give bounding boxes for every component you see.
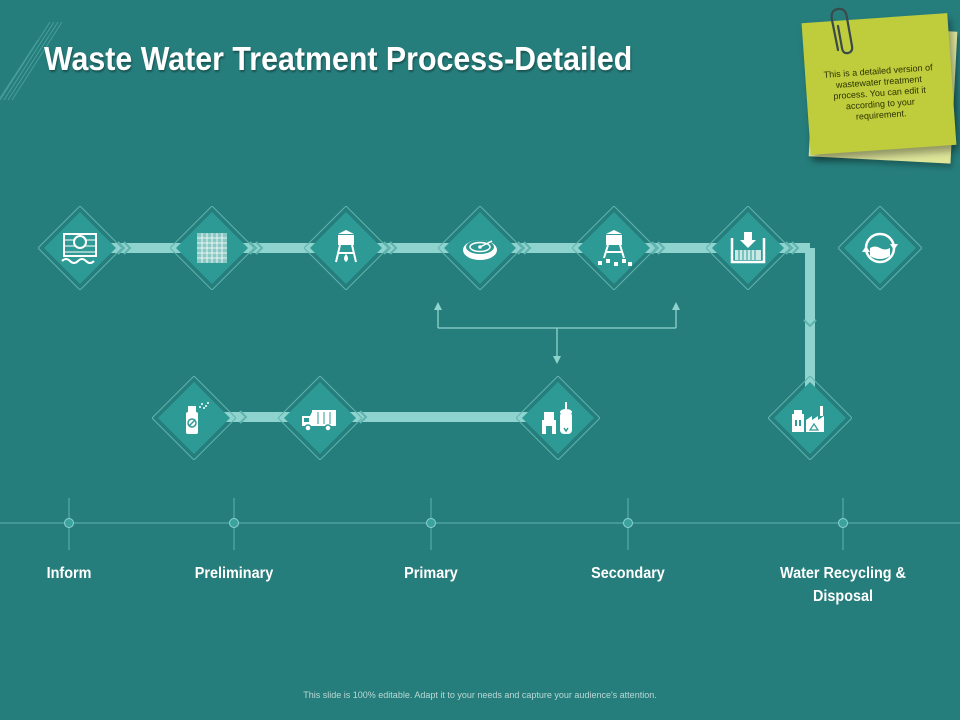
sludge-treatment-plant-icon bbox=[542, 402, 572, 434]
page-title: Waste Water Treatment Process-Detailed bbox=[44, 40, 633, 77]
stage-label-recycling-line2: Disposal bbox=[812, 588, 874, 605]
stage-label-primary: Primary bbox=[404, 565, 458, 582]
decorative-lines bbox=[0, 21, 63, 101]
process-node-tower-bubbles bbox=[572, 206, 656, 290]
stage-label-inform: Inform bbox=[46, 565, 92, 582]
process-node-recycle bbox=[838, 206, 922, 290]
footer-note: This slide is 100% editable. Adapt it to… bbox=[303, 690, 657, 700]
paperclip-icon bbox=[830, 7, 854, 55]
process-node-grid bbox=[170, 206, 254, 290]
spray-can-icon bbox=[186, 402, 209, 434]
garbage-truck-icon bbox=[302, 410, 336, 432]
process-node-intake bbox=[38, 206, 122, 290]
timeline-marker-primary bbox=[426, 518, 436, 528]
process-node-clarifier bbox=[438, 206, 522, 290]
grid-filter-icon bbox=[197, 233, 227, 263]
water-tower-drop-icon bbox=[335, 230, 357, 263]
stage-label-recycling: Water Recycling & bbox=[780, 565, 906, 582]
water-tower-bubbles-icon bbox=[598, 230, 632, 266]
process-node-spray bbox=[152, 376, 236, 460]
bottom-flow-band bbox=[195, 412, 560, 422]
intake-screen-icon bbox=[61, 233, 97, 264]
process-node-plant bbox=[516, 376, 600, 460]
factory-disposal-icon bbox=[792, 406, 824, 432]
flow-chevrons bbox=[117, 241, 817, 424]
process-node-tower bbox=[304, 206, 388, 290]
sedimentation-tank-icon bbox=[730, 232, 766, 264]
timeline-marker-recycling bbox=[838, 518, 848, 528]
vertical-flow-band bbox=[805, 248, 815, 388]
timeline-marker-secondary bbox=[623, 518, 633, 528]
process-node-truck bbox=[278, 376, 362, 460]
timeline-marker-preliminary bbox=[229, 518, 239, 528]
process-node-sedimentation bbox=[706, 206, 790, 290]
stage-label-secondary: Secondary bbox=[591, 565, 665, 582]
timeline-marker-inform bbox=[64, 518, 74, 528]
clarifier-tank-icon bbox=[463, 240, 497, 260]
stage-label-preliminary: Preliminary bbox=[194, 565, 274, 582]
recycle-water-icon bbox=[862, 232, 898, 264]
process-node-disposal bbox=[768, 376, 852, 460]
